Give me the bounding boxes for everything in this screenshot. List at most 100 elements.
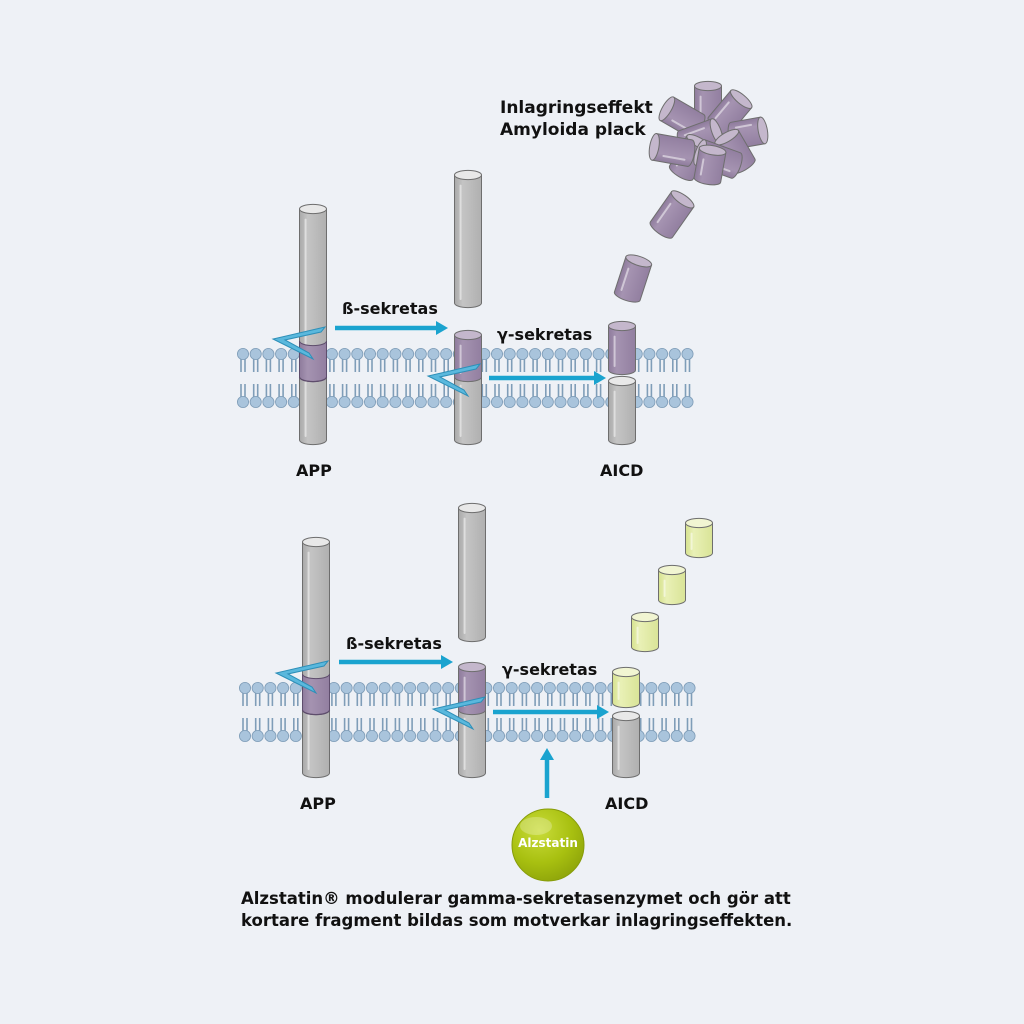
app-label-bottom: APP — [300, 794, 336, 813]
lipid-head — [442, 682, 455, 695]
lipid-head — [658, 682, 671, 695]
cylinder-top — [454, 169, 482, 181]
lipid-head — [376, 347, 389, 360]
lipid-head — [579, 395, 592, 408]
lipid-head — [681, 395, 694, 408]
abeta-fragment-top — [608, 320, 636, 376]
cylinder-body — [693, 147, 727, 186]
cleaved-fragment-bottom — [458, 502, 486, 643]
cylinder-highlight — [683, 127, 705, 137]
lipid-head — [325, 395, 338, 408]
lipid-head — [277, 682, 290, 695]
short-fragment-floating-3 — [685, 517, 713, 559]
lipid-head — [505, 730, 518, 743]
lipid-head — [351, 395, 364, 408]
lipid-head — [404, 730, 417, 743]
cylinder-body — [685, 522, 713, 559]
cylinder-body — [613, 256, 653, 303]
lipid-head — [518, 730, 531, 743]
lipid-head — [492, 682, 505, 695]
lipid-head — [594, 730, 607, 743]
lipid-head — [402, 347, 415, 360]
lipid-head — [592, 395, 605, 408]
cylinder-top — [658, 96, 676, 122]
lipid-head — [670, 682, 683, 695]
lipid-head — [516, 347, 529, 360]
cylinder-top — [658, 564, 686, 576]
app-amyloid-band-top — [298, 340, 328, 383]
alzstatin-ball-highlight — [520, 817, 552, 835]
lipid-head — [416, 682, 429, 695]
lipid-head — [287, 395, 300, 408]
cylinder-top — [612, 666, 640, 678]
beta-arrow-top — [335, 321, 448, 335]
lipid-head — [490, 347, 503, 360]
lipid-head — [645, 682, 658, 695]
lipid-head — [365, 682, 378, 695]
app-amyloid-band-bottom — [301, 673, 331, 716]
abeta-floating-1 — [613, 254, 653, 303]
lipid-head — [440, 347, 453, 360]
lipid-head — [404, 682, 417, 695]
lipid-head — [249, 347, 262, 360]
aicd-fragment-bottom — [612, 710, 640, 779]
lipid-head — [581, 730, 594, 743]
plaque-fibril — [648, 133, 696, 167]
aicd-fragment-top — [608, 375, 636, 446]
lipid-head — [378, 730, 391, 743]
cylinder-body — [299, 208, 327, 446]
lipid-head — [567, 395, 580, 408]
amyloid-segment — [302, 673, 330, 716]
lipid-head — [543, 730, 556, 743]
cylinder-top — [608, 320, 636, 332]
lipid-head — [556, 682, 569, 695]
lipid-head — [262, 347, 275, 360]
lipid-head — [416, 730, 429, 743]
lipid-head — [338, 395, 351, 408]
caption-line-2: kortare fragment bildas som motverkar in… — [241, 911, 793, 930]
lipid-head — [378, 682, 391, 695]
gamma-secretase-label-top: γ-sekretas — [497, 325, 593, 344]
lipid-head — [275, 395, 288, 408]
lipid-head — [429, 730, 442, 743]
caption: Alzstatin® modulerar gamma-sekretasenzym… — [241, 888, 792, 932]
cylinder-top — [631, 611, 659, 623]
gamma-secretase-label-bottom: γ-sekretas — [502, 660, 598, 679]
alzstatin-label: Alzstatin — [518, 836, 578, 850]
lipid-head — [340, 730, 353, 743]
lipid-head — [402, 395, 415, 408]
alzstatin-arrow — [540, 748, 554, 798]
beta-secretase-label-top: ß-sekretas — [342, 299, 438, 318]
lipid-head — [567, 347, 580, 360]
c99-amyloid-bottom — [458, 661, 486, 716]
alzstatin-ball — [511, 808, 585, 882]
lipid-head — [556, 730, 569, 743]
cylinder-body — [458, 707, 486, 779]
c99-amyloid-top — [454, 329, 482, 383]
lipid-head — [376, 395, 389, 408]
cylinder-body — [631, 616, 659, 653]
cylinder-body — [658, 569, 686, 606]
cylinder-body — [612, 671, 640, 709]
lipid-head — [529, 395, 542, 408]
lipid-head — [251, 730, 264, 743]
cylinder-body — [458, 666, 486, 716]
lipid-head — [251, 682, 264, 695]
lipid-head — [427, 395, 440, 408]
plaque-subtitle: Amyloida plack — [500, 120, 646, 140]
lipid-head — [683, 730, 696, 743]
lipid-head — [505, 682, 518, 695]
lipid-head — [262, 395, 275, 408]
cylinder-top — [685, 517, 713, 529]
lipid-head — [503, 347, 516, 360]
lipid-head — [656, 395, 669, 408]
lipid-head — [429, 682, 442, 695]
lipid-head — [592, 347, 605, 360]
plaque-fibril — [693, 144, 727, 186]
cylinder-body — [454, 374, 482, 446]
lipid-head — [238, 730, 251, 743]
lipid-head — [543, 682, 556, 695]
plaque-title: Inlagringseffekt — [500, 98, 653, 118]
lipid-head — [351, 347, 364, 360]
